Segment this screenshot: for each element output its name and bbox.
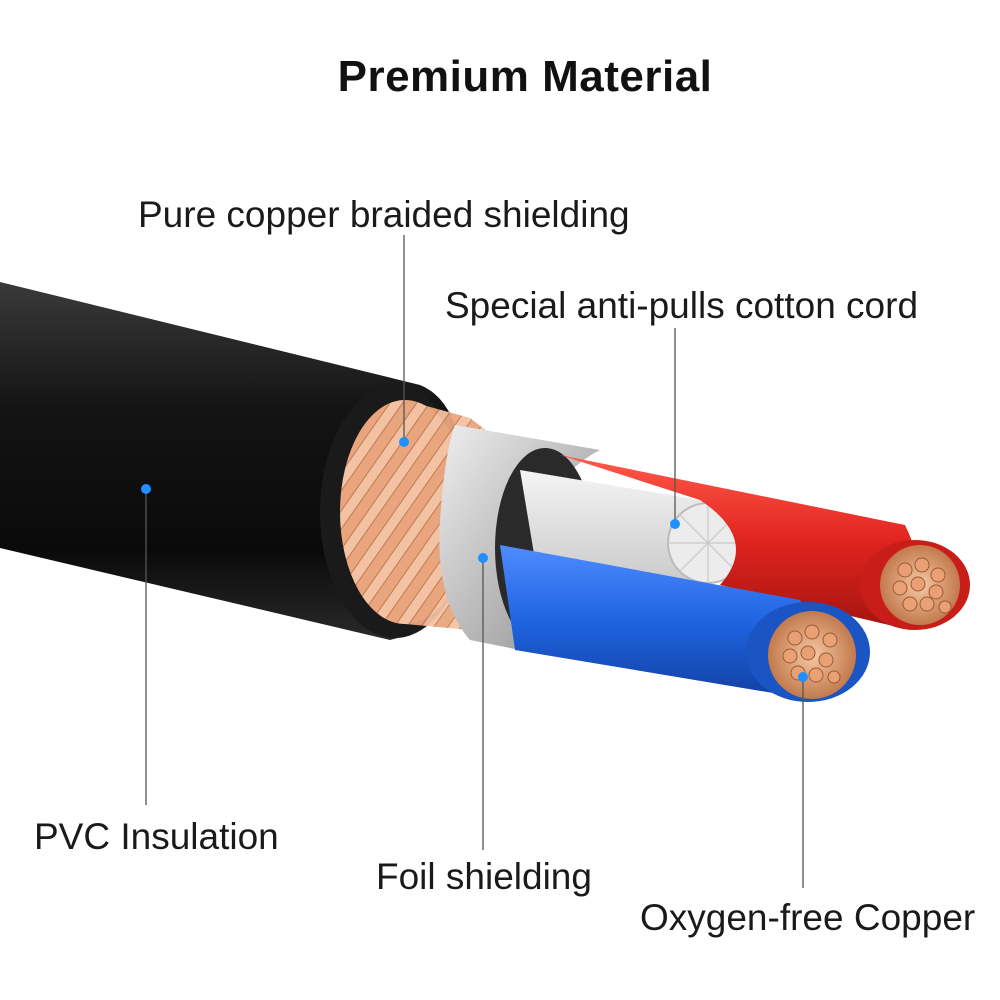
label-oxygen-free-copper: Oxygen-free Copper	[640, 897, 976, 938]
marker-pvc	[141, 484, 151, 494]
marker-cord	[670, 519, 680, 529]
label-braided-shielding: Pure copper braided shielding	[138, 194, 630, 235]
blue-conductor	[500, 545, 823, 700]
page-title: Premium Material	[337, 52, 713, 101]
marker-copper	[798, 672, 808, 682]
marker-foil	[478, 553, 488, 563]
marker-braid	[399, 437, 409, 447]
red-conductor	[560, 455, 919, 630]
label-pvc-insulation: PVC Insulation	[34, 816, 279, 857]
label-foil-shielding: Foil shielding	[376, 856, 592, 897]
label-cotton-cord: Special anti-pulls cotton cord	[445, 285, 919, 326]
